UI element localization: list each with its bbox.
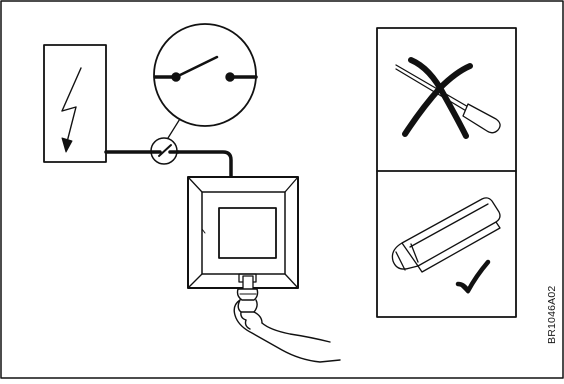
reference-code: BR1046A02 <box>546 285 558 344</box>
touch-panel-device <box>187 176 299 289</box>
lightning-bolt-icon <box>61 67 82 153</box>
supply-wiring <box>104 150 233 179</box>
breaker-icon <box>149 137 180 165</box>
wire-to-device <box>176 150 233 179</box>
tool-instructions <box>376 27 517 318</box>
power-source-box <box>43 44 107 163</box>
open-switch-icon <box>153 23 258 127</box>
screwdriver-crossed-icon <box>395 57 501 139</box>
power-source <box>43 44 107 163</box>
plastic-spatula-checkmark-icon <box>391 197 501 294</box>
hand-holding-tool-icon <box>233 275 341 363</box>
